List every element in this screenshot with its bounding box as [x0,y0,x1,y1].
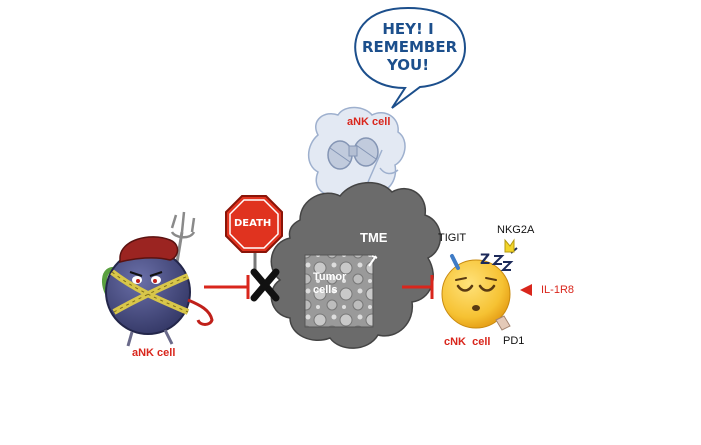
active-nk-cell [102,211,214,347]
pd1-label: PD1 [503,335,525,347]
pd1-receptor [495,315,511,331]
il1r8-receptor-arrow [520,284,532,296]
active-cell-label: aNK cell [132,347,176,359]
tigit-label: TIGIT [438,232,467,244]
tumor-label-line-1: Tumor [313,271,347,283]
tigit-receptor [450,254,460,270]
speech-line-3: YOU! [386,56,430,74]
tme-label: TME [360,230,388,245]
binoculars-icon [327,137,379,170]
stop-sign-text: DEATH [234,218,272,229]
speech-bubble [354,6,467,109]
death-stop-sign [225,195,283,272]
tumor-label-line-2: cells [313,284,338,296]
speech-line-2: REMEMBER [362,38,458,56]
nkg2a-receptor [504,238,515,253]
il1r8-label: IL-1R8 [541,284,575,296]
tme-cloud [270,181,442,349]
block-x-icon [250,268,280,302]
sleep-mark: Z [480,252,491,268]
speech-bubble-text: HEY! I REMEMBER YOU! [362,20,458,74]
memory-cell-label: aNK cell [347,116,391,128]
nkg2a-label: NKG2A [497,224,535,236]
inhibition-arrow-left [204,275,250,299]
inhibition-arrow-right [402,275,434,299]
speech-line-1: HEY! I [382,20,434,38]
cnk-cell-label: cNK cell [444,336,491,348]
memory-nk-cell-sketch [307,106,406,203]
tumor-cells-label: Tumor cells [313,271,346,297]
conventional-nk-cell [441,259,511,329]
tumor-cells-image [304,254,374,328]
